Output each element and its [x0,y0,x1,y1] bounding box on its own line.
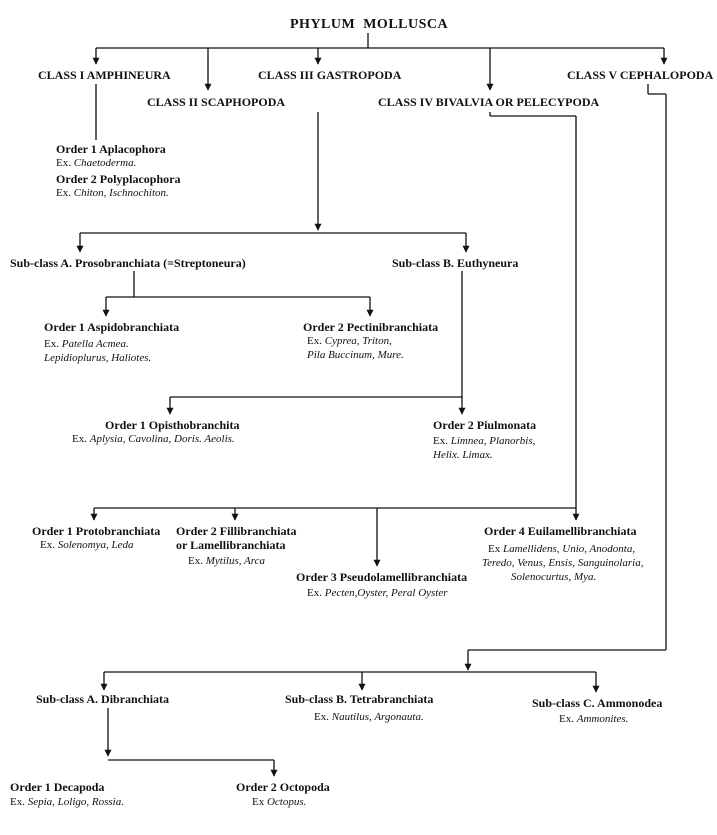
ammonodea-examples: Ex. Ammonites. [559,713,629,725]
dibranchiata-order-octopoda: Order 2 Octopoda [236,780,330,794]
class-amphineura: CLASS I AMPHINEURA [38,68,171,82]
euthyneura-order-pulmonata: Order 2 Piulmonata [433,418,537,432]
amphineura-order-polyplacophora-examples: Ex. Chiton, Ischnochiton. [56,187,169,199]
pseudolamellibranchiata-examples: Ex. Pecten,Oyster, Peral Oyster [307,587,448,599]
aspidobranchiata-examples-2: Lepidioplurus, Haliotes. [44,352,152,364]
amphineura-order-aplacophora: Order 1 Aplacophora [56,142,166,156]
eulamellibranchiata-examples-3: Solenocurtus, Mya. [511,571,597,583]
pulmonata-examples-2: Helix. Limax. [433,449,493,461]
fillibranchiata-examples: Ex. Mytilus, Arca [188,555,266,567]
gastropoda-subclass-prosobranchiata: Sub-class A. Prosobranchiata (=Streptone… [10,256,246,270]
pectinibranchiata-examples-2: Pila Buccinum, Mure. [307,349,404,361]
phylum-title: PHYLUM MOLLUSCA [290,17,449,32]
aspidobranchiata-examples-1: Ex. Patella Acmea. [44,338,129,350]
opisthobranchita-examples: Ex. Aplysia, Cavolina, Doris. Aeolis. [72,433,235,445]
prosobranchiata-order-aspidobranchiata: Order 1 Aspidobranchiata [44,320,180,334]
protobranchiata-examples: Ex. Solenomya, Leda [40,539,134,551]
bivalvia-order-protobranchiata: Order 1 Protobranchiata [32,524,161,538]
eulamellibranchiata-examples-2: Teredo, Venus, Ensis, Sanguinolaria, [482,557,644,569]
dibranchiata-order-decapoda: Order 1 Decapoda [10,780,105,794]
bivalvia-order-fillibranchiata-alt: or Lamellibranchiata [176,538,286,552]
gastropoda-subclass-euthyneura: Sub-class B. Euthyneura [392,256,519,270]
class-gastropoda: CLASS III GASTROPODA [258,68,402,82]
cephalopoda-subclass-dibranchiata: Sub-class A. Dibranchiata [36,692,170,706]
pulmonata-examples-1: Ex. Limnea, Planorbis, [433,435,536,447]
prosobranchiata-order-pectinibranchiata: Order 2 Pectinibranchiata [303,320,439,334]
cephalopoda-subclass-ammonodea: Sub-class C. Ammonodea [532,696,663,710]
bivalvia-order-pseudolamellibranchiata: Order 3 Pseudolamellibranchiata [296,570,468,584]
amphineura-order-aplacophora-examples: Ex. Chaetoderma. [56,157,137,169]
pectinibranchiata-examples-1: Ex. Cyprea, Triton, [307,335,392,347]
class-scaphopoda: CLASS II SCAPHOPODA [147,95,286,109]
class-cephalopoda: CLASS V CEPHALOPODA [567,68,714,82]
class-bivalvia: CLASS IV BIVALVIA OR PELECYPODA [378,95,600,109]
euthyneura-order-opisthobranchita: Order 1 Opisthobranchita [105,418,240,432]
tetrabranchiata-examples: Ex. Nautilus, Argonauta. [314,711,424,723]
amphineura-order-polyplacophora: Order 2 Polyplacophora [56,172,181,186]
decapoda-examples: Ex. Sepia, Loligo, Rossia. [10,796,124,808]
octopoda-examples: Ex Octopus. [252,796,307,808]
bivalvia-order-fillibranchiata: Order 2 Fillibranchiata [176,524,297,538]
eulamellibranchiata-examples-1: Ex Lamellidens, Unio, Anodonta, [488,543,636,555]
cephalopoda-subclass-tetrabranchiata: Sub-class B. Tetrabranchiata [285,692,434,706]
bivalvia-order-eulamellibranchiata: Order 4 Euilamellibranchiata [484,524,637,538]
